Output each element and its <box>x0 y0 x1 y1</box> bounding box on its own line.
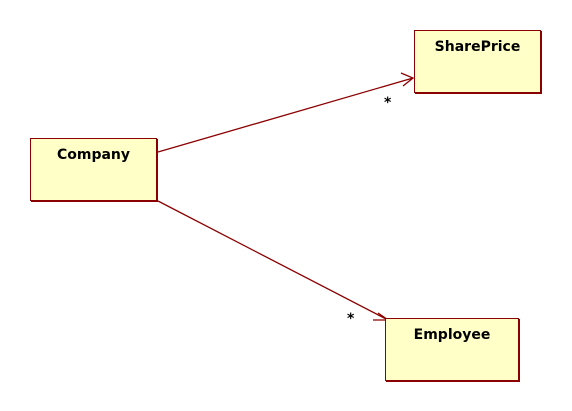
class-name-company: Company <box>56 147 131 163</box>
class-name-shareprice: SharePrice <box>434 39 521 55</box>
association-company-shareprice[interactable] <box>157 77 414 153</box>
multiplicity-employee: * <box>347 311 355 327</box>
class-box-shareprice[interactable]: SharePrice <box>414 30 541 93</box>
association-company-employee[interactable] <box>157 200 389 321</box>
class-box-company[interactable]: Company <box>30 138 157 201</box>
class-box-employee[interactable]: Employee <box>385 318 519 381</box>
navigability-arrowhead-shareprice <box>400 72 415 87</box>
class-name-employee: Employee <box>413 327 491 343</box>
multiplicity-shareprice: * <box>384 95 392 111</box>
